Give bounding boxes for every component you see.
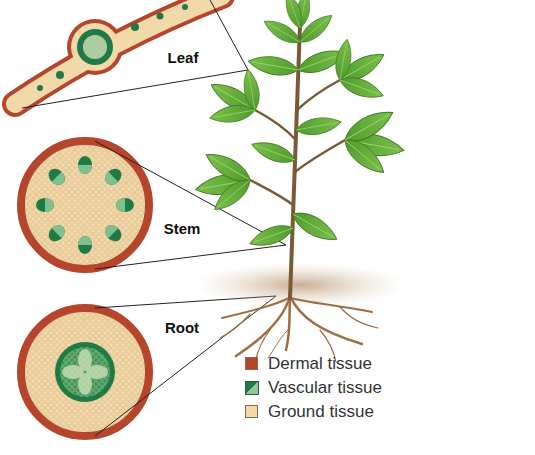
- plant-roots: [220, 296, 378, 362]
- part-label: Stem: [164, 220, 201, 237]
- plant-leaves: [194, 0, 406, 251]
- vascular-swatch: [246, 382, 259, 395]
- leaf-cross-section: [15, 0, 222, 104]
- leader-line: [22, 0, 286, 436]
- legend-text: Ground tissue: [268, 402, 374, 422]
- legend-swatch: [245, 357, 258, 370]
- part-label: Root: [165, 319, 199, 336]
- part-label: Leaf: [168, 49, 199, 66]
- root-cross-section: [21, 308, 149, 436]
- legend-text: Dermal tissue: [268, 354, 372, 374]
- legend-swatch: [245, 405, 258, 418]
- legend-text: Vascular tissue: [268, 378, 382, 398]
